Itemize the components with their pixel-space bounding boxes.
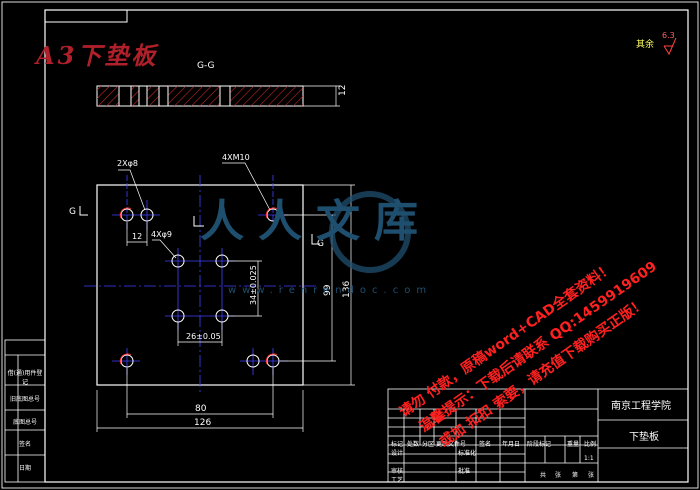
tb-process: 工艺 — [391, 477, 404, 484]
hole-top-right — [266, 208, 280, 222]
tb-mark: 标记 — [391, 441, 404, 448]
watermark-logo — [329, 191, 411, 273]
sheet-label: A3下垫板 — [36, 41, 159, 70]
tb-weight: 重量 — [567, 441, 580, 448]
top-label-box — [44, 9, 128, 23]
plate-view — [79, 162, 355, 432]
tb-no: 第 — [572, 472, 579, 479]
surface-value: 6.3 — [662, 31, 675, 40]
tb-scale-label: 比例 — [584, 441, 597, 448]
dim-4xm10: 4XM10 — [222, 153, 250, 162]
tb-design: 设计 — [391, 450, 404, 457]
dim-12: 12 — [132, 232, 143, 241]
dim-126: 126 — [194, 418, 212, 428]
part-name: 下垫板 — [629, 432, 659, 443]
school-name: 南京工程学院 — [611, 401, 671, 412]
side-table — [4, 339, 46, 483]
hole-pin-1 — [140, 208, 154, 222]
hole-bottom-right — [266, 354, 280, 368]
dim-2x8: 2Xφ8 — [117, 159, 138, 168]
hole-top-left — [120, 208, 134, 222]
tb-scale: 1:1 — [584, 455, 594, 462]
section-view — [96, 85, 340, 107]
surface-note: 其余 — [636, 40, 655, 50]
hole-pin-2 — [246, 354, 260, 368]
hole-bottom-left — [120, 354, 134, 368]
side-cell-2: 旧底图总号 — [9, 396, 40, 403]
tb-sheets: 张 — [555, 472, 562, 479]
tb-standard: 标准化 — [458, 450, 477, 457]
tb-review: 审核 — [391, 468, 404, 475]
tb-total: 共 — [540, 472, 547, 479]
dim-80: 80 — [195, 404, 207, 414]
dim-4x9: 4Xφ9 — [151, 230, 172, 239]
dim-26: 26±0.05 — [186, 332, 221, 341]
watermark-logo-text: 人人文库 — [200, 196, 432, 247]
tb-sign: 签名 — [479, 441, 492, 448]
side-cell-5: 日期 — [18, 465, 31, 472]
watermark-url: www.renrendoc.com — [228, 285, 433, 296]
tb-doc: 更改文件号 — [436, 441, 467, 448]
title-block — [387, 388, 689, 483]
tb-zone: 分区 — [422, 441, 435, 448]
side-cell-1: 借(通)用件登记 — [7, 370, 43, 386]
tb-stage: 阶段标记 — [527, 441, 552, 448]
side-cell-4: 签名 — [18, 441, 31, 448]
tb-sheet: 张 — [588, 472, 595, 479]
section-label: G-G — [197, 61, 215, 71]
tb-approve: 批准 — [458, 468, 471, 475]
tb-date: 年月日 — [502, 441, 521, 448]
section-mark-right: G — [317, 239, 324, 249]
hole-mid-1 — [171, 254, 185, 268]
section-mark-left: G — [69, 207, 76, 217]
side-cell-3: 底图总号 — [12, 419, 37, 426]
inner-frame — [44, 9, 689, 483]
tb-count: 处数 — [407, 441, 420, 448]
section-thickness: 12 — [338, 84, 348, 96]
surface-roughness-symbol — [663, 37, 677, 56]
